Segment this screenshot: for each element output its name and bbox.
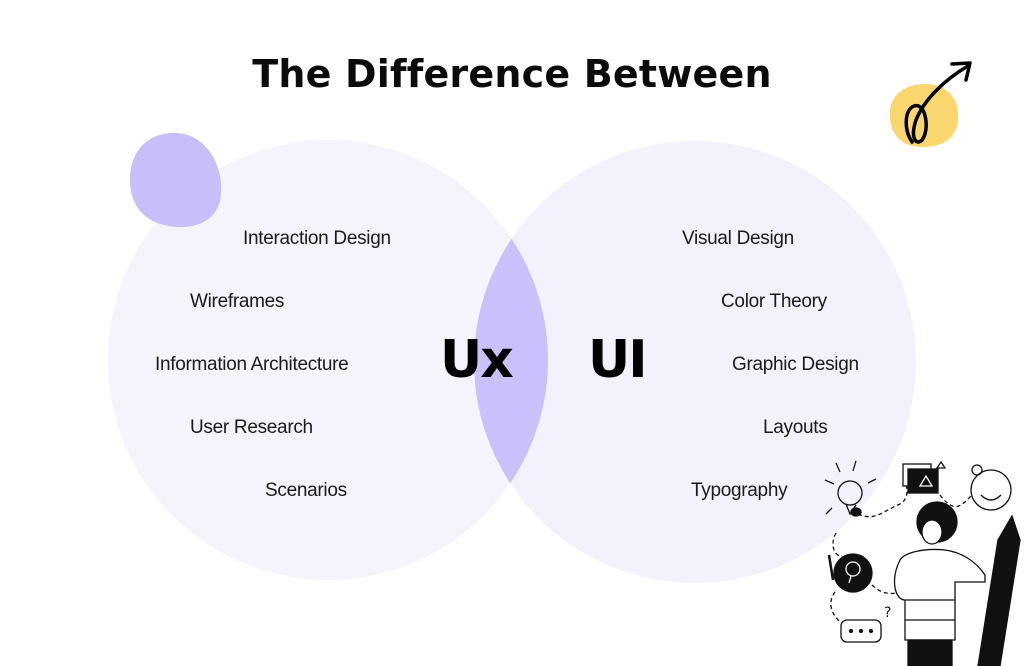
ux-circle [108, 140, 548, 580]
ux-item-wireframes: Wireframes [190, 291, 285, 312]
svg-text:?: ? [884, 605, 891, 621]
ux-item-user-research: User Research [190, 417, 313, 438]
page-title: The Difference Between [252, 52, 772, 96]
ui-item-color-theory: Color Theory [721, 291, 827, 312]
ui-circle [474, 141, 916, 583]
ux-label: Ux [440, 330, 514, 390]
ui-item-graphic-design: Graphic Design [732, 354, 859, 375]
yellow-blob-arrow-icon [889, 61, 972, 148]
ui-label: UI [588, 330, 648, 390]
ui-item-typography: Typography [691, 480, 788, 501]
purple-blob-icon [130, 132, 222, 228]
ux-item-scenarios: Scenarios [265, 480, 347, 501]
ui-item-layouts: Layouts [763, 417, 828, 438]
ui-item-visual-design: Visual Design [682, 228, 794, 249]
ux-item-interaction-design: Interaction Design [243, 228, 391, 249]
ux-item-information-architecture: Information Architecture [155, 354, 349, 375]
designer-illustration: ? [824, 460, 1021, 666]
